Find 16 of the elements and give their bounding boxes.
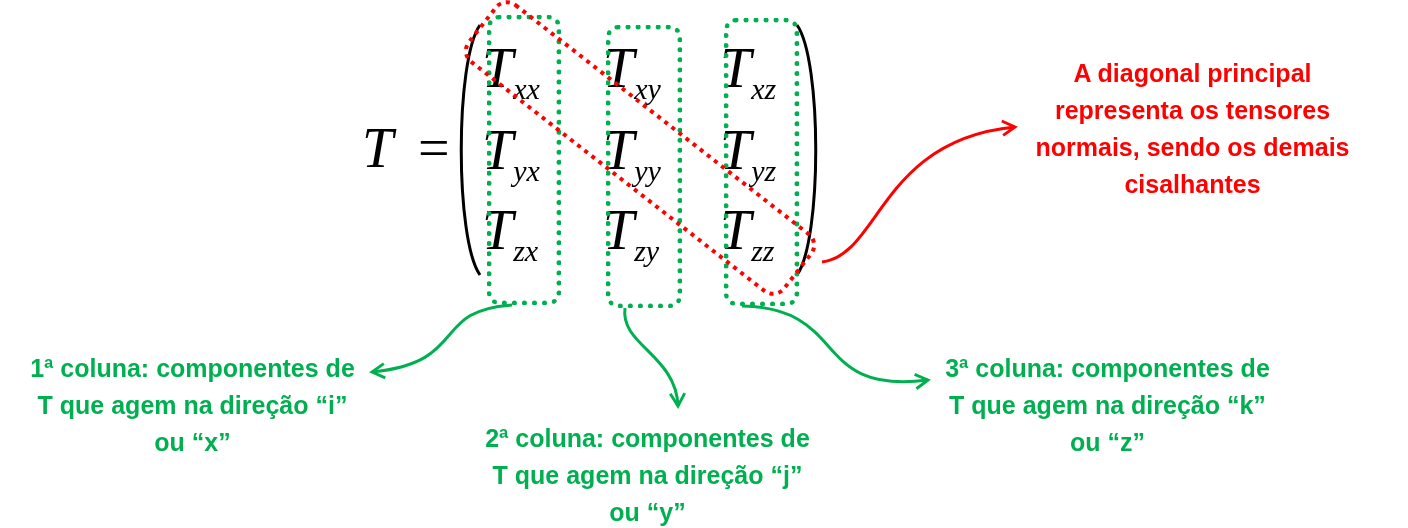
matrix-entry: T$_{yz}$ <box>720 120 777 189</box>
matrix-entry: T$_{zz}$ <box>720 200 775 269</box>
matrix-entry: T$_{zx}$ <box>482 200 539 269</box>
curved-arrow <box>741 304 930 390</box>
matrix-entry: T$_{yy}$ <box>603 120 661 189</box>
matrix-entry: T$_{xz}$ <box>720 38 777 107</box>
curved-arrow <box>821 120 1017 264</box>
curved-arrow <box>623 308 685 408</box>
matrix-entry: T$_{zy}$ <box>603 200 660 269</box>
matrix-entry: T$_{yx}$ <box>482 120 540 189</box>
annotation-text: 1ª coluna: componentes de T que agem na direção “i” ou “x” <box>20 350 365 461</box>
annotation-text: A diagonal principal representa os tensores normais, sendo os demais cisalhantes <box>1020 55 1365 203</box>
equals-sign: = <box>418 118 450 178</box>
annotation-text: 2ª coluna: componentes de T que agem na direção “j” ou “y” <box>475 420 820 528</box>
curved-arrow <box>370 303 513 379</box>
annotation-text: 3ª coluna: componentes de T que agem na direção “k” ou “z” <box>935 350 1280 461</box>
